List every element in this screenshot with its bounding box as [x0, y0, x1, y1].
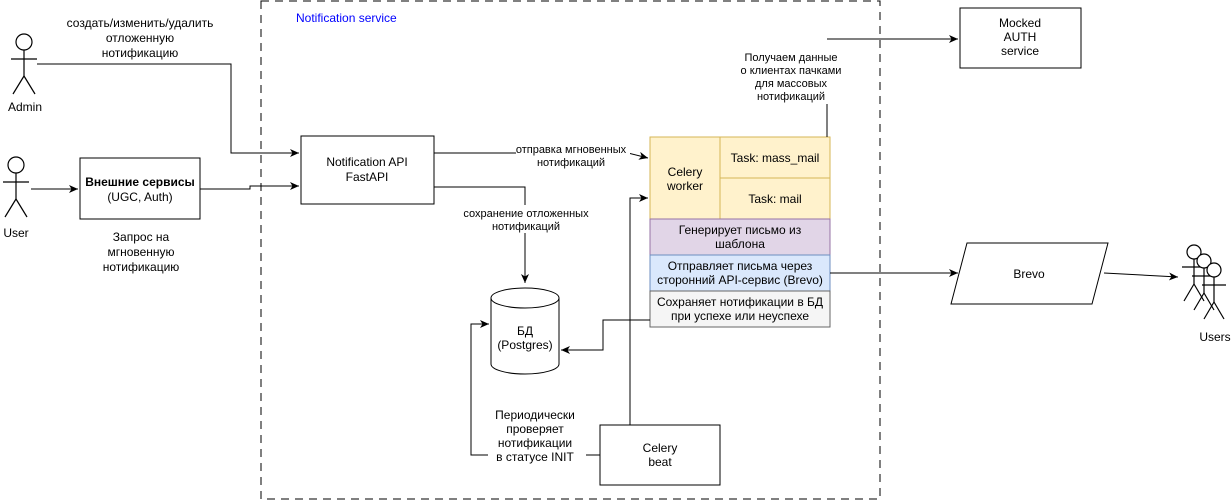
svg-text:сохранение отложенных: сохранение отложенных	[463, 208, 589, 220]
notification-api-title: Notification API	[326, 155, 407, 169]
task-mail-cell[interactable]	[719, 177, 831, 220]
brevo-label: Brevo	[1013, 267, 1045, 281]
notification-api-subtitle: FastAPI	[346, 170, 389, 184]
edge-api-db	[434, 186, 529, 283]
notification-service-container	[260, 0, 881, 500]
svg-text:проверяет: проверяет	[506, 422, 564, 436]
svg-text:нотификаций: нотификаций	[757, 91, 825, 103]
svg-text:создать/изменить/удалить: создать/изменить/удалить	[67, 16, 214, 30]
external-services-title: Внешние сервисы	[85, 175, 195, 189]
svg-text:о клиентах пачками: о клиентах пачками	[741, 65, 842, 77]
svg-text:для массовых: для массовых	[755, 78, 828, 90]
edge-label-user: Запрос на мгновенную нотификацию	[103, 230, 180, 274]
task-mass-mail-cell[interactable]	[719, 136, 831, 179]
edge-worker-db	[561, 319, 650, 354]
svg-text:Получаем данные: Получаем данные	[745, 52, 838, 64]
auth-service-line2: AUTH	[1004, 30, 1037, 44]
svg-text:нотификацию: нотификацию	[103, 260, 180, 274]
celery-beat-box[interactable]	[599, 424, 721, 486]
celery-worker-line1: Celery	[668, 165, 703, 179]
svg-text:мгновенную: мгновенную	[107, 245, 174, 259]
edge-external-api	[200, 182, 299, 190]
database-line1: БД	[517, 324, 533, 338]
celery-worker-line2: worker	[666, 179, 703, 193]
celery-worker-label-cell[interactable]	[649, 136, 721, 220]
database-line2: (Postgres)	[497, 338, 552, 352]
celery-beat-line2: beat	[648, 455, 672, 469]
edge-label-beat: Периодически проверяет нотификации в ста…	[488, 404, 586, 464]
step-save-notifications[interactable]	[649, 290, 831, 328]
brevo-parallelogram[interactable]	[950, 242, 1109, 305]
users-label: Users	[1199, 330, 1230, 344]
step-save-line2: при успехе или неуспехе	[671, 309, 809, 323]
connectors	[31, 35, 1179, 456]
svg-text:нотификаций: нотификаций	[537, 157, 605, 169]
user-actor	[3, 156, 29, 218]
admin-label: Admin	[8, 100, 42, 114]
edge-beat-worker	[629, 194, 648, 425]
users-actor-group	[1182, 244, 1226, 320]
step-save-line1: Сохраняет нотификации в БД	[657, 295, 823, 309]
step-generate-line1: Генерирует письмо из	[679, 223, 802, 237]
step-generate-line2: шаблона	[715, 237, 765, 251]
step-send-line2: сторонний API-сервис (Brevo)	[657, 273, 823, 287]
svg-text:в статусе INIT: в статусе INIT	[496, 450, 574, 464]
task-mail-label: Task: mail	[748, 192, 801, 206]
user-label: User	[3, 226, 28, 240]
edge-label-instant: отправка мгновенных нотификаций	[516, 142, 630, 170]
auth-service-line1: Mocked	[999, 16, 1041, 30]
database-cylinder[interactable]	[490, 287, 560, 375]
auth-service-line3: service	[1001, 44, 1039, 58]
svg-text:отправка мгновенных: отправка мгновенных	[516, 144, 627, 156]
svg-text:Запрос на: Запрос на	[113, 230, 170, 244]
step-send-line1: Отправляет письма через	[668, 259, 813, 273]
admin-actor	[11, 33, 37, 95]
celery-beat-line1: Celery	[643, 441, 678, 455]
edge-brevo-users	[1103, 272, 1179, 281]
svg-text:нотификации: нотификации	[498, 436, 572, 450]
svg-text:нотификаций: нотификаций	[492, 221, 560, 233]
svg-text:нотификацию: нотификацию	[102, 46, 179, 60]
auth-service-box[interactable]	[959, 7, 1082, 69]
svg-text:Периодически: Периодически	[495, 408, 575, 422]
container-title: Notification service	[296, 11, 397, 25]
task-mass-mail-label: Task: mass_mail	[731, 151, 820, 165]
edge-label-admin: создать/изменить/удалить отложенную ноти…	[58, 12, 224, 60]
edge-label-auth: Получаем данные о клиентах пачками для м…	[738, 48, 850, 104]
edge-label-deferred: сохранение отложенных нотификаций	[460, 205, 593, 233]
edge-admin-api	[37, 63, 299, 157]
external-services-subtitle: (UGC, Auth)	[107, 190, 172, 204]
notification-api-box[interactable]	[300, 135, 435, 205]
svg-text:отложенную: отложенную	[106, 31, 174, 45]
